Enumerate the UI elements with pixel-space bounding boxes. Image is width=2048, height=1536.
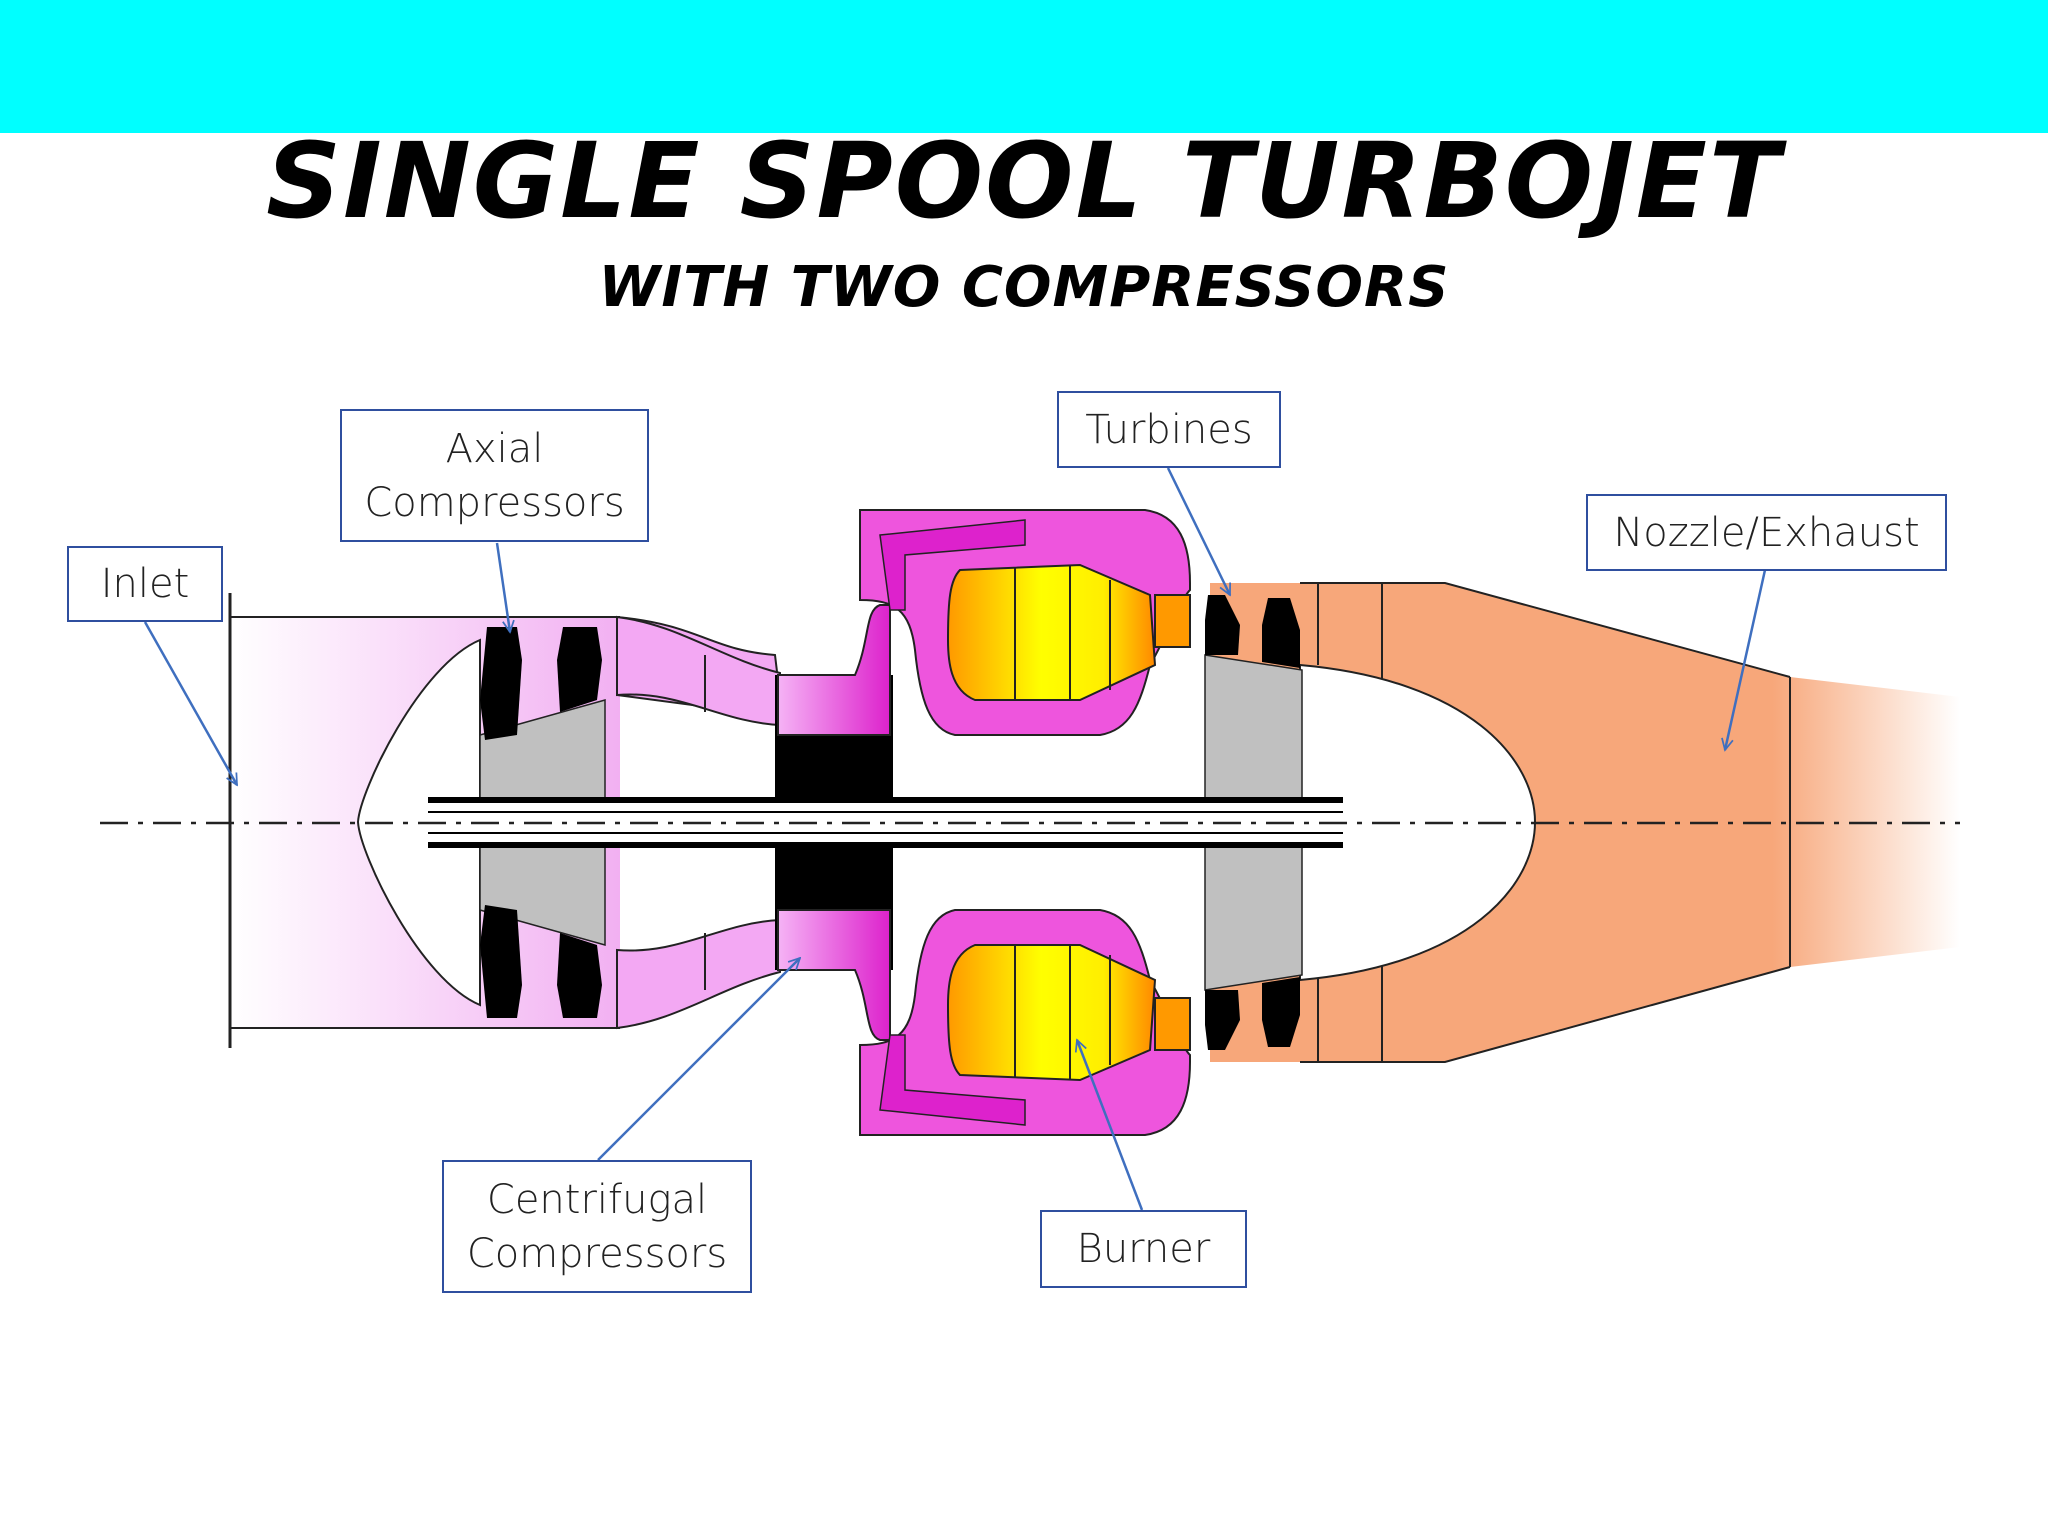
label-axial-compressors: Axial Compressors — [340, 409, 649, 542]
nozzle-arrow — [1725, 569, 1767, 750]
burner-top — [946, 563, 1157, 701]
axial-blade-2-top — [557, 627, 602, 712]
centrifugal-diffuser-top — [777, 604, 891, 736]
burner-top-nozzle — [1154, 594, 1191, 648]
centrifugal-arrow — [597, 958, 800, 1161]
inlet-arrow — [143, 621, 239, 785]
burner-arrow — [1077, 1040, 1144, 1211]
turbine-blade-1-bottom — [1205, 990, 1240, 1050]
axial-blade-1-bottom — [480, 905, 522, 1018]
turbines-arrow — [1166, 467, 1232, 595]
turbine-blade-2-top — [1262, 598, 1300, 668]
nozzle-outline-top — [1300, 582, 1791, 678]
label-turbines: Turbines — [1057, 391, 1281, 468]
turbine-hub-top — [1204, 654, 1303, 801]
label-burner: Burner — [1040, 1210, 1247, 1288]
burner-bottom — [946, 944, 1157, 1082]
turbine-hub-bottom — [1204, 844, 1303, 991]
axial-compressor-arrow — [495, 542, 510, 632]
compressor-duct-top-2 — [616, 615, 781, 727]
turbine-blade-2-bottom — [1262, 977, 1300, 1047]
compressor-duct-bottom-2 — [616, 918, 781, 1030]
diagram-title: SINGLE SPOOL TURBOJET — [266, 120, 1782, 242]
diagram-subtitle: WITH TWO COMPRESSORS — [598, 255, 1450, 320]
burner-bottom-nozzle — [1154, 997, 1191, 1051]
axial-blade-2-bottom — [557, 933, 602, 1018]
label-centrifugal-compressors: Centrifugal Compressors — [442, 1160, 752, 1293]
combustor-liner-top — [879, 519, 1026, 611]
nozzle-outline-bottom — [1300, 966, 1791, 1063]
label-nozzle-exhaust: Nozzle/Exhaust — [1586, 494, 1947, 571]
label-inlet: Inlet — [67, 546, 223, 622]
turbine-blade-1-top — [1205, 595, 1240, 655]
header-bar — [0, 0, 2048, 133]
combustor-liner-bottom — [879, 1034, 1026, 1126]
axial-blade-1-top — [480, 627, 522, 740]
centrifugal-diffuser-bottom — [777, 909, 891, 1041]
